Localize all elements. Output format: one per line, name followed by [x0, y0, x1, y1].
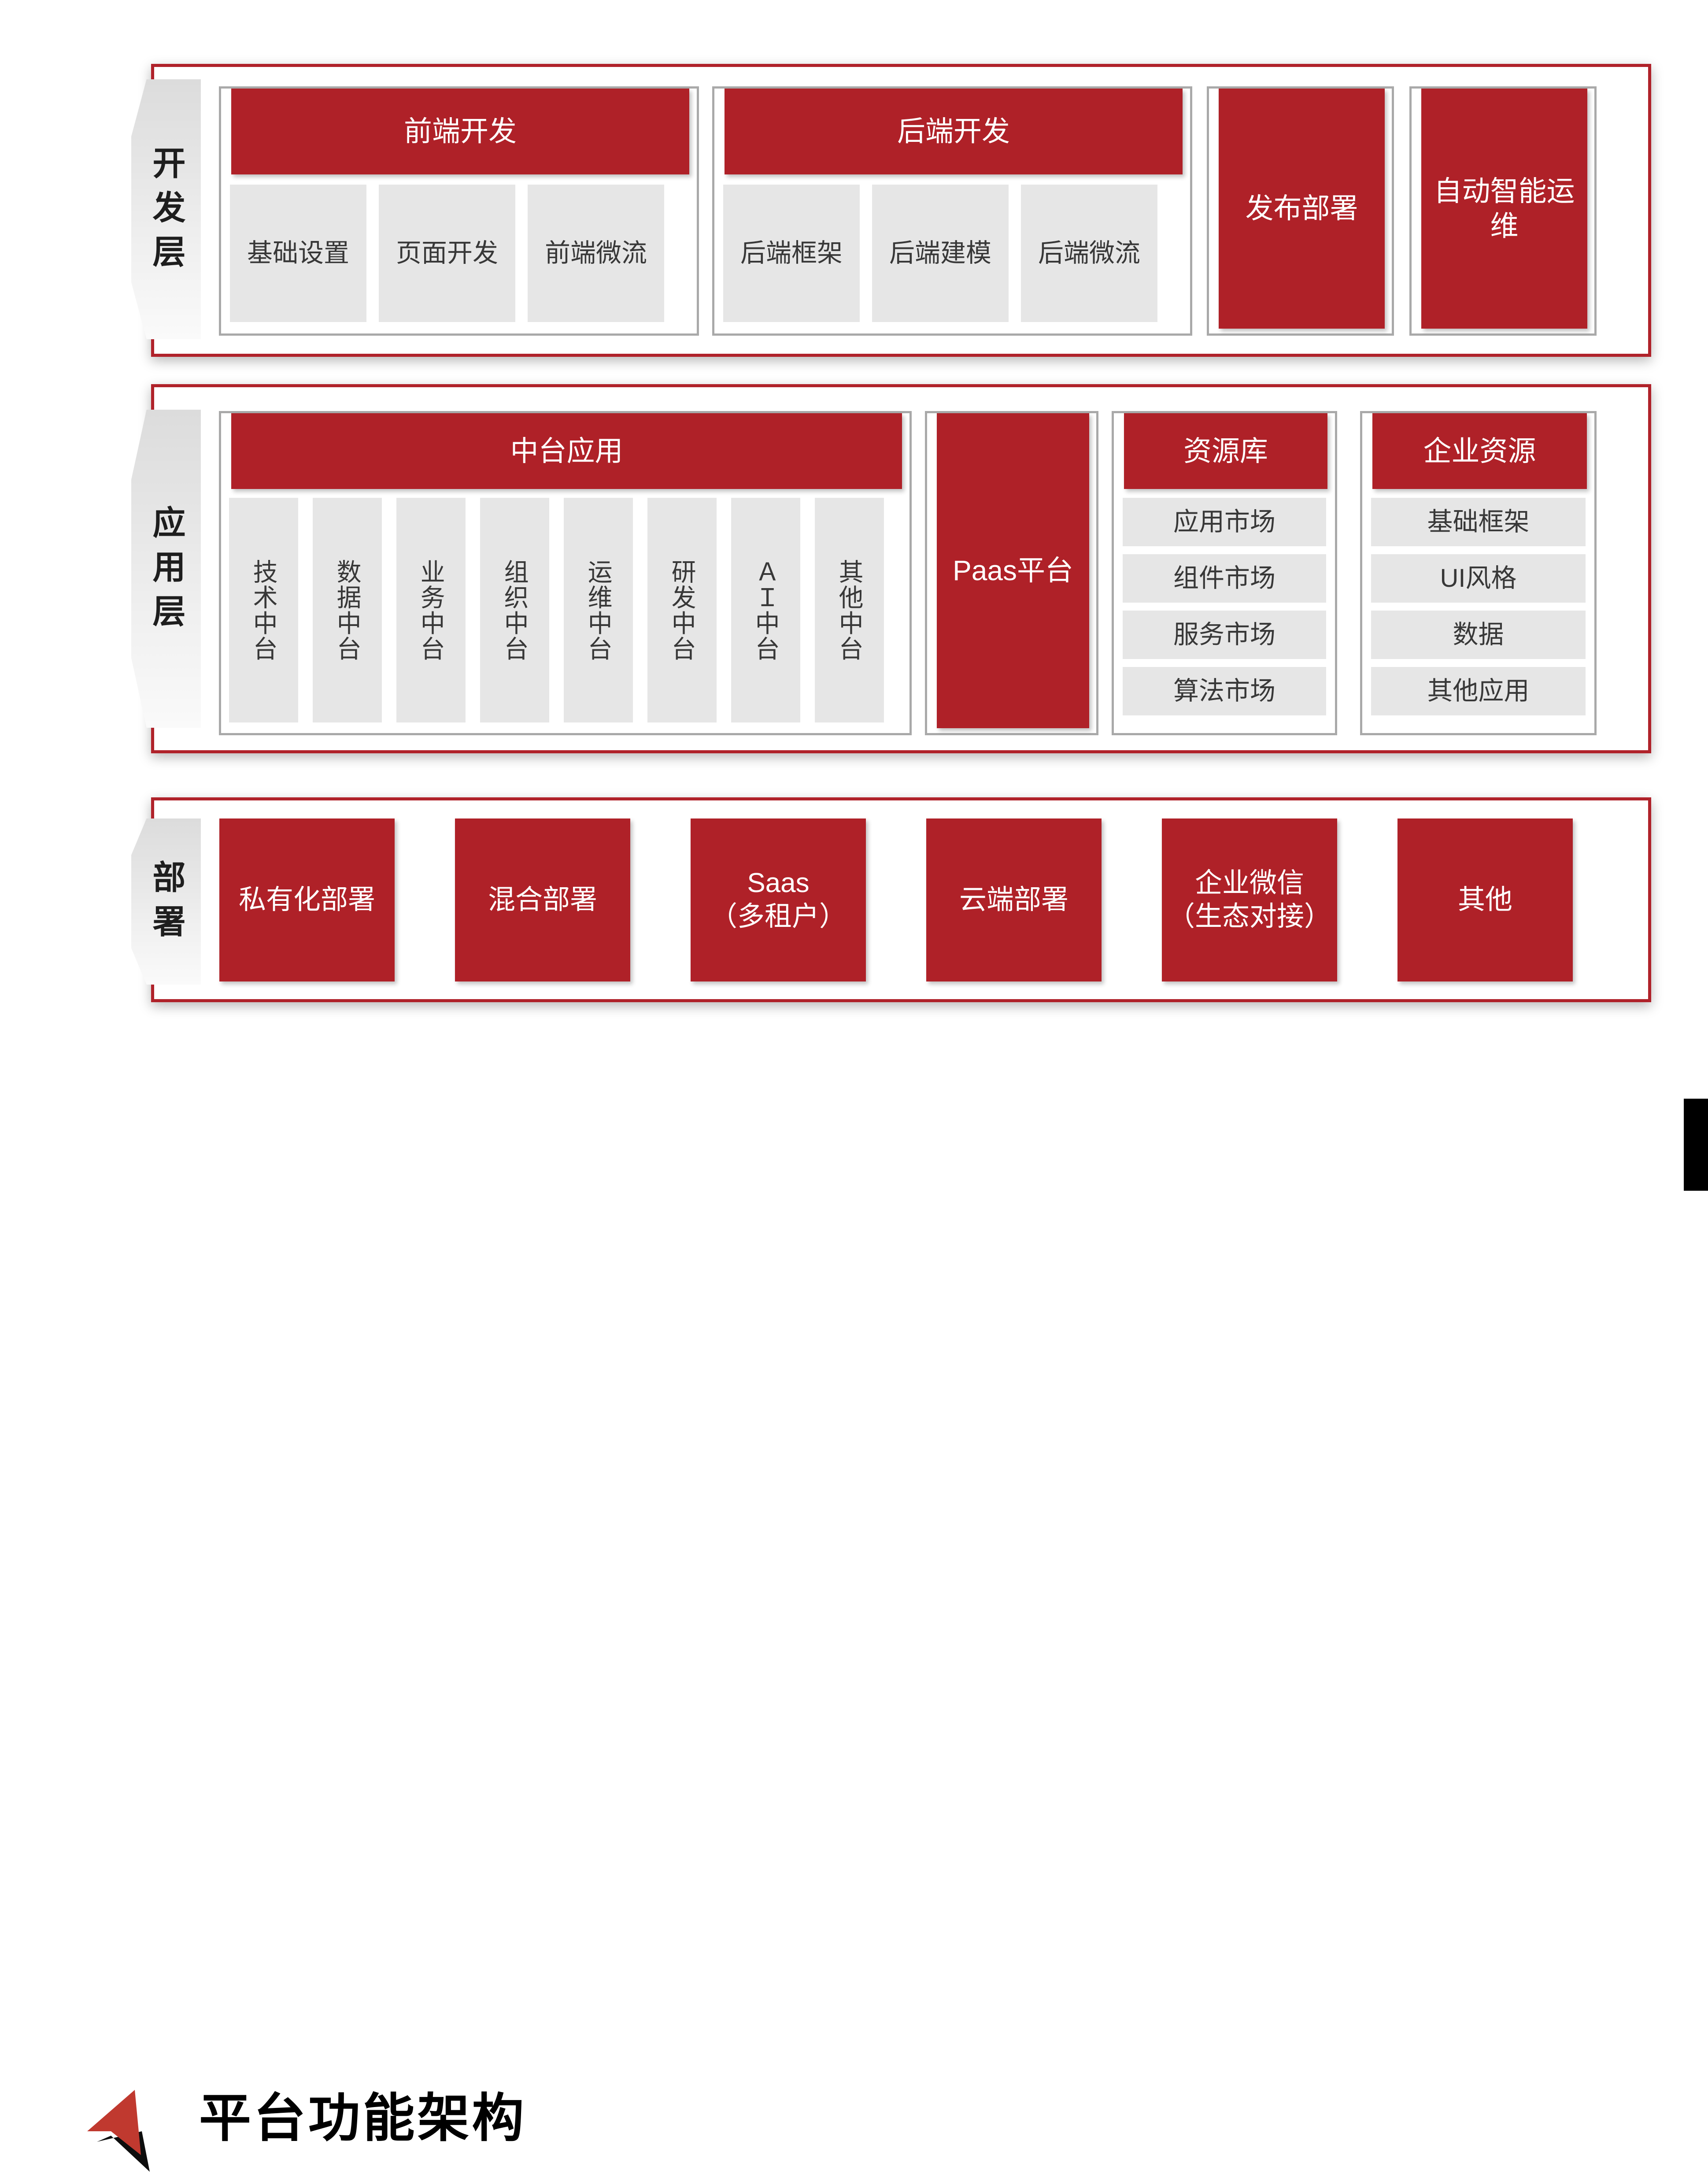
group-header-backend-label: 后端开发: [897, 115, 1010, 148]
group-item-other-apps[interactable]: 其他应用: [1371, 667, 1586, 715]
deployment-item-other-label: 其他: [1457, 885, 1512, 915]
group-header-paas[interactable]: Paas平台: [937, 413, 1089, 728]
group-item-ai-mid-label: ＡＩ中台: [752, 559, 780, 662]
group-panel-auto-ops: 自动智能运维: [1409, 86, 1597, 336]
group-header-resource-library[interactable]: 资源库: [1124, 413, 1327, 489]
group-header-frontend[interactable]: 前端开发: [231, 89, 689, 174]
group-item-infra-setup-label: 基础设置: [247, 239, 349, 268]
group-header-enterprise-resources-label: 企业资源: [1423, 435, 1536, 467]
group-item-algorithm-market[interactable]: 算法市场: [1123, 667, 1326, 715]
group-item-org-mid-label: 组织中台: [501, 559, 529, 662]
group-item-business-mid[interactable]: 业务中台: [396, 498, 466, 722]
group-item-component-market-label: 组件市场: [1173, 564, 1275, 593]
group-item-ops-mid[interactable]: 运维中台: [564, 498, 633, 722]
deployment-item-private[interactable]: 私有化部署: [219, 818, 395, 981]
deployment-item-other[interactable]: 其他: [1397, 818, 1573, 981]
group-header-midplatform-apps-label: 中台应用: [510, 435, 623, 467]
deployment-item-cloud[interactable]: 云端部署: [926, 818, 1102, 981]
group-item-rnd-mid[interactable]: 研发中台: [647, 498, 717, 722]
group-header-frontend-label: 前端开发: [404, 115, 517, 148]
group-item-data-label: 数据: [1453, 620, 1504, 649]
group-item-frontend-microflow[interactable]: 前端微流: [528, 185, 664, 322]
group-header-paas-label: Paas平台: [953, 555, 1073, 587]
deployment-item-private-label: 私有化部署: [238, 885, 375, 915]
layer-tab-development[interactable]: 开发层: [131, 79, 201, 339]
group-item-page-dev-label: 页面开发: [396, 239, 498, 268]
layer-tab-application[interactable]: 应用层: [131, 410, 201, 728]
group-header-enterprise-resources[interactable]: 企业资源: [1372, 413, 1587, 489]
group-panel-resource-library: 资源库 应用市场 组件市场 服务市场 算法市场: [1112, 411, 1337, 735]
group-item-other-mid-label: 其他中台: [836, 559, 864, 662]
deployment-item-wecom[interactable]: 企业微信 （生态对接）: [1162, 818, 1337, 981]
group-item-ops-mid-label: 运维中台: [584, 559, 613, 662]
group-item-business-mid-label: 业务中台: [417, 559, 445, 662]
group-item-frontend-microflow-label: 前端微流: [544, 239, 647, 268]
group-header-release-deploy[interactable]: 发布部署: [1219, 89, 1385, 329]
group-panel-paas: Paas平台: [925, 411, 1098, 735]
group-item-ui-style[interactable]: UI风格: [1371, 554, 1586, 603]
corner-black-bar: [1684, 1099, 1708, 1191]
group-item-tech-mid[interactable]: 技术中台: [229, 498, 298, 722]
group-item-backend-framework[interactable]: 后端框架: [723, 185, 860, 322]
group-item-other-apps-label: 其他应用: [1427, 677, 1530, 706]
group-item-backend-modeling[interactable]: 后端建模: [872, 185, 1009, 322]
group-panel-backend: 后端开发 后端框架 后端建模 后端微流: [712, 86, 1192, 336]
group-item-base-framework[interactable]: 基础框架: [1371, 498, 1586, 546]
deployment-item-cloud-label: 云端部署: [959, 885, 1068, 915]
group-item-data-mid-label: 数据中台: [333, 559, 362, 662]
deployment-item-saas[interactable]: Saas （多租户）: [691, 818, 866, 981]
group-panel-release-deploy: 发布部署: [1207, 86, 1394, 336]
group-item-page-dev[interactable]: 页面开发: [379, 185, 515, 322]
layer-tab-application-label: 应用层: [148, 505, 185, 638]
group-item-ui-style-label: UI风格: [1440, 564, 1517, 593]
group-item-data-mid[interactable]: 数据中台: [313, 498, 382, 722]
layer-tab-deployment-label: 部署: [148, 860, 185, 949]
group-item-ai-mid[interactable]: ＡＩ中台: [731, 498, 800, 722]
group-header-midplatform-apps[interactable]: 中台应用: [231, 413, 902, 489]
group-item-infra-setup[interactable]: 基础设置: [230, 185, 366, 322]
group-item-data[interactable]: 数据: [1371, 611, 1586, 659]
group-item-base-framework-label: 基础框架: [1427, 507, 1530, 537]
group-item-backend-modeling-label: 后端建模: [889, 239, 991, 268]
deployment-item-hybrid[interactable]: 混合部署: [455, 818, 630, 981]
group-item-service-market-label: 服务市场: [1173, 620, 1275, 649]
group-item-other-mid[interactable]: 其他中台: [815, 498, 884, 722]
group-item-org-mid[interactable]: 组织中台: [480, 498, 549, 722]
group-header-auto-ops[interactable]: 自动智能运维: [1421, 89, 1587, 329]
group-item-component-market[interactable]: 组件市场: [1123, 554, 1326, 603]
group-panel-enterprise-resources: 企业资源 基础框架 UI风格 数据 其他应用: [1360, 411, 1597, 735]
group-panel-frontend: 前端开发 基础设置 页面开发 前端微流: [219, 86, 699, 336]
group-header-resource-library-label: 资源库: [1183, 435, 1268, 467]
group-item-app-market-label: 应用市场: [1173, 507, 1275, 537]
group-item-backend-microflow[interactable]: 后端微流: [1021, 185, 1157, 322]
group-item-tech-mid-label: 技术中台: [250, 559, 278, 662]
group-item-service-market[interactable]: 服务市场: [1123, 611, 1326, 659]
group-header-release-deploy-label: 发布部署: [1245, 193, 1358, 225]
deployment-item-wecom-label: 企业微信 （生态对接）: [1167, 868, 1331, 932]
layer-tab-deployment[interactable]: 部署: [131, 818, 201, 985]
brand-arrow-icon: [84, 2079, 163, 2172]
layer-tab-development-label: 开发层: [148, 145, 185, 279]
group-item-backend-microflow-label: 后端微流: [1038, 239, 1140, 268]
group-item-app-market[interactable]: 应用市场: [1123, 498, 1326, 546]
group-panel-midplatform-apps: 中台应用 技术中台 数据中台 业务中台 组织中台 运维中台 研发中台 ＡＩ中台 …: [219, 411, 912, 735]
group-item-algorithm-market-label: 算法市场: [1173, 677, 1275, 706]
group-header-auto-ops-label: 自动智能运维: [1434, 175, 1575, 242]
group-item-backend-framework-label: 后端框架: [740, 239, 843, 268]
page-title: 平台功能架构: [199, 2089, 527, 2148]
footer: 平台功能架构: [0, 1026, 1708, 2172]
group-item-rnd-mid-label: 研发中台: [668, 559, 696, 662]
group-header-backend[interactable]: 后端开发: [725, 89, 1183, 174]
deployment-item-hybrid-label: 混合部署: [488, 885, 597, 915]
deployment-item-saas-label: Saas （多租户）: [710, 868, 847, 932]
